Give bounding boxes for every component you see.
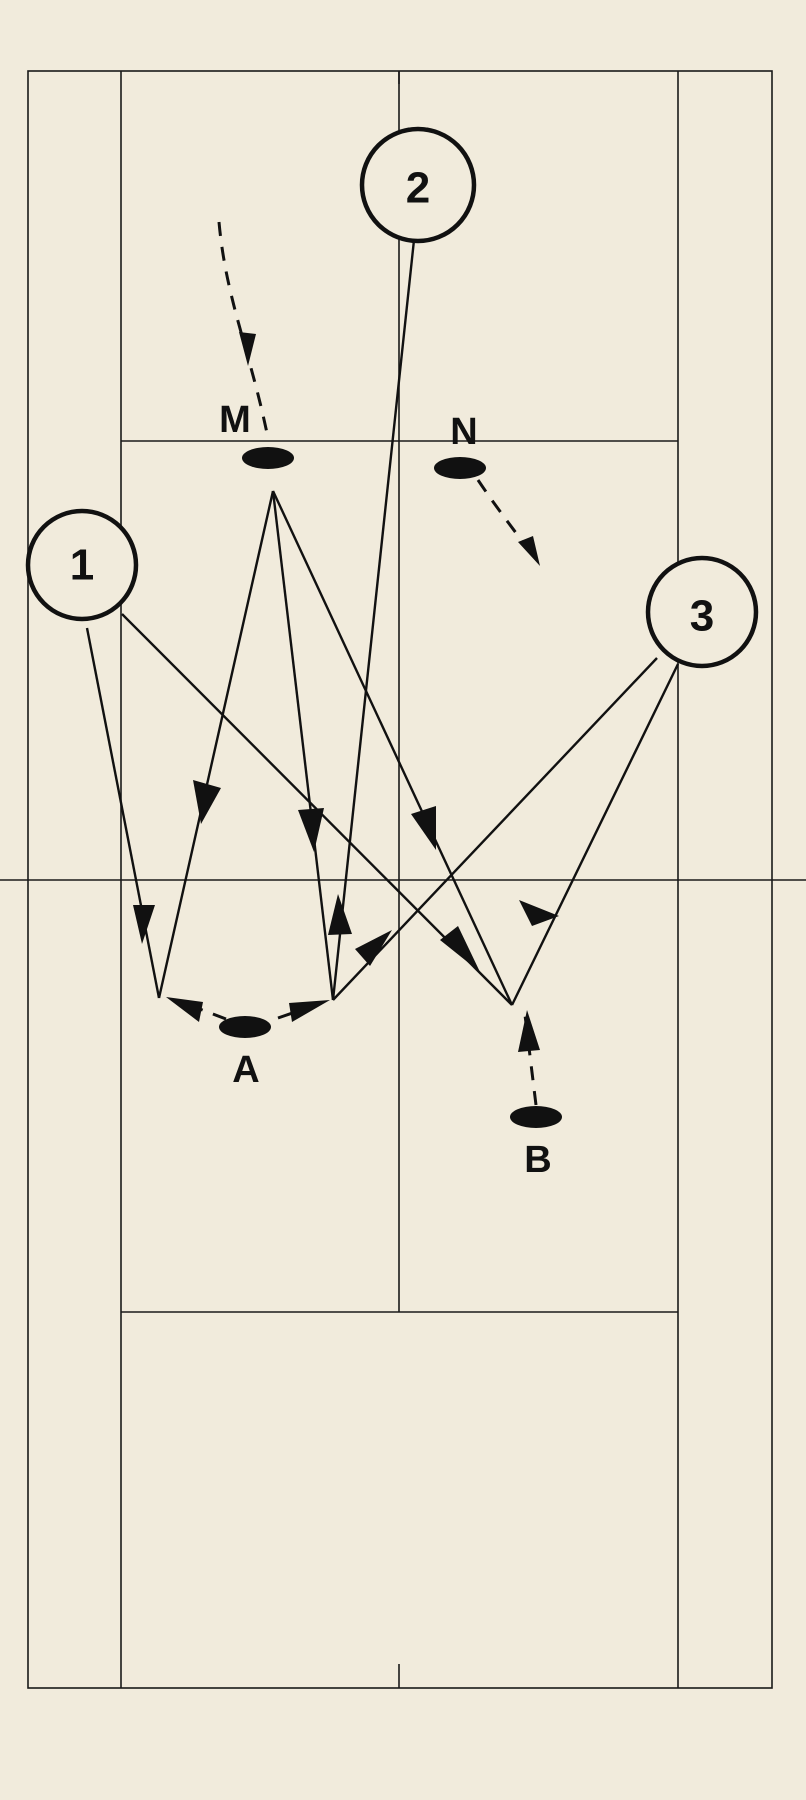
arrowhead	[166, 997, 203, 1022]
player-N-label: N	[450, 411, 477, 453]
arrowhead	[411, 806, 436, 850]
target-1-label: 1	[70, 541, 94, 590]
player-A-label: A	[232, 1049, 259, 1091]
arrowhead	[328, 894, 352, 935]
target-2-label: 2	[406, 164, 430, 213]
target-1-circle	[25, 508, 139, 622]
player-B-marker	[510, 1106, 562, 1128]
arrowhead	[518, 536, 540, 566]
path-B-to-3	[510, 663, 680, 1006]
arrowhead	[193, 780, 221, 824]
arrowhead	[518, 1010, 540, 1052]
player-N-marker	[434, 457, 486, 479]
target-3-label: 3	[690, 592, 714, 641]
movement-N	[476, 479, 538, 561]
player-M-marker	[242, 447, 294, 469]
arrowhead	[298, 808, 324, 852]
arrowhead	[239, 332, 256, 366]
player-A-marker	[219, 1016, 271, 1038]
target-2-circle	[359, 126, 477, 244]
arrowhead	[355, 930, 392, 966]
arrowhead	[519, 900, 559, 926]
movement-M	[217, 221, 270, 439]
player-B-label: B	[524, 1139, 551, 1181]
player-M-label: M	[219, 399, 251, 441]
path-2-to-A-right	[331, 239, 416, 1001]
path-A-to-3	[332, 657, 658, 1001]
path-1-to-A-left	[85, 627, 161, 999]
path-M-to-B	[271, 490, 514, 1006]
arrowhead	[289, 1000, 330, 1022]
movement-A-right	[277, 1000, 325, 1020]
path-M-to-A-left	[157, 490, 275, 999]
arrowhead	[440, 926, 480, 972]
path-M-to-A-right	[271, 490, 335, 1001]
target-3-circle	[645, 555, 759, 669]
arrowhead	[133, 905, 155, 944]
